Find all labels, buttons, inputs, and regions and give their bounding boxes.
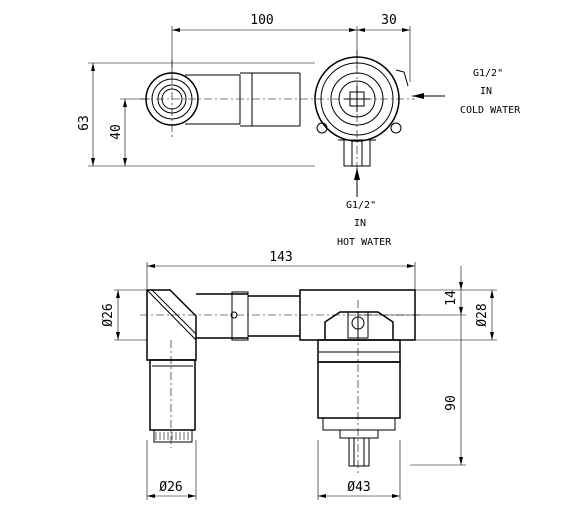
cold-water-inlet: G1/2" IN COLD WATER <box>412 68 521 116</box>
dim-left-diam: Ø26 <box>101 290 120 340</box>
front-view: 143 Ø26 14 Ø28 90 <box>101 250 497 500</box>
dim-143-label: 143 <box>269 250 292 265</box>
dim-143: 143 <box>147 250 415 268</box>
dim-body-diam-label: Ø43 <box>347 480 370 495</box>
dim-30: 30 <box>357 13 410 32</box>
dim-14: 14 <box>444 266 463 315</box>
dim-bottom-diam: Ø26 <box>147 480 196 498</box>
dim-63: 63 <box>77 63 95 166</box>
dim-30-label: 30 <box>381 13 397 28</box>
hot-water-inlet: G1/2" IN HOT WATER <box>337 168 392 248</box>
hot-water-label: HOT WATER <box>337 237 392 248</box>
dim-bottom-diam-label: Ø26 <box>159 480 182 495</box>
hot-water-thread: G1/2" <box>346 200 376 211</box>
cold-water-thread: G1/2" <box>473 68 503 79</box>
dim-63-label: 63 <box>77 115 92 131</box>
dim-100: 100 <box>172 13 357 32</box>
cold-water-dir: IN <box>480 86 492 97</box>
dim-body-diam: Ø43 <box>318 480 400 498</box>
dim-40-label: 40 <box>109 124 124 140</box>
hot-water-dir: IN <box>354 218 366 229</box>
dim-40: 40 <box>109 99 127 166</box>
dim-left-diam-label: Ø26 <box>101 303 116 326</box>
dim-right-diam-label: Ø28 <box>475 303 490 326</box>
dim-14-label: 14 <box>444 290 459 306</box>
dim-90-label: 90 <box>444 395 459 411</box>
dim-right-diam: Ø28 <box>475 290 494 340</box>
cold-water-label: COLD WATER <box>460 105 521 116</box>
dim-100-label: 100 <box>250 13 273 28</box>
top-view: 100 30 63 40 <box>77 13 521 248</box>
dim-90: 90 <box>444 315 463 465</box>
